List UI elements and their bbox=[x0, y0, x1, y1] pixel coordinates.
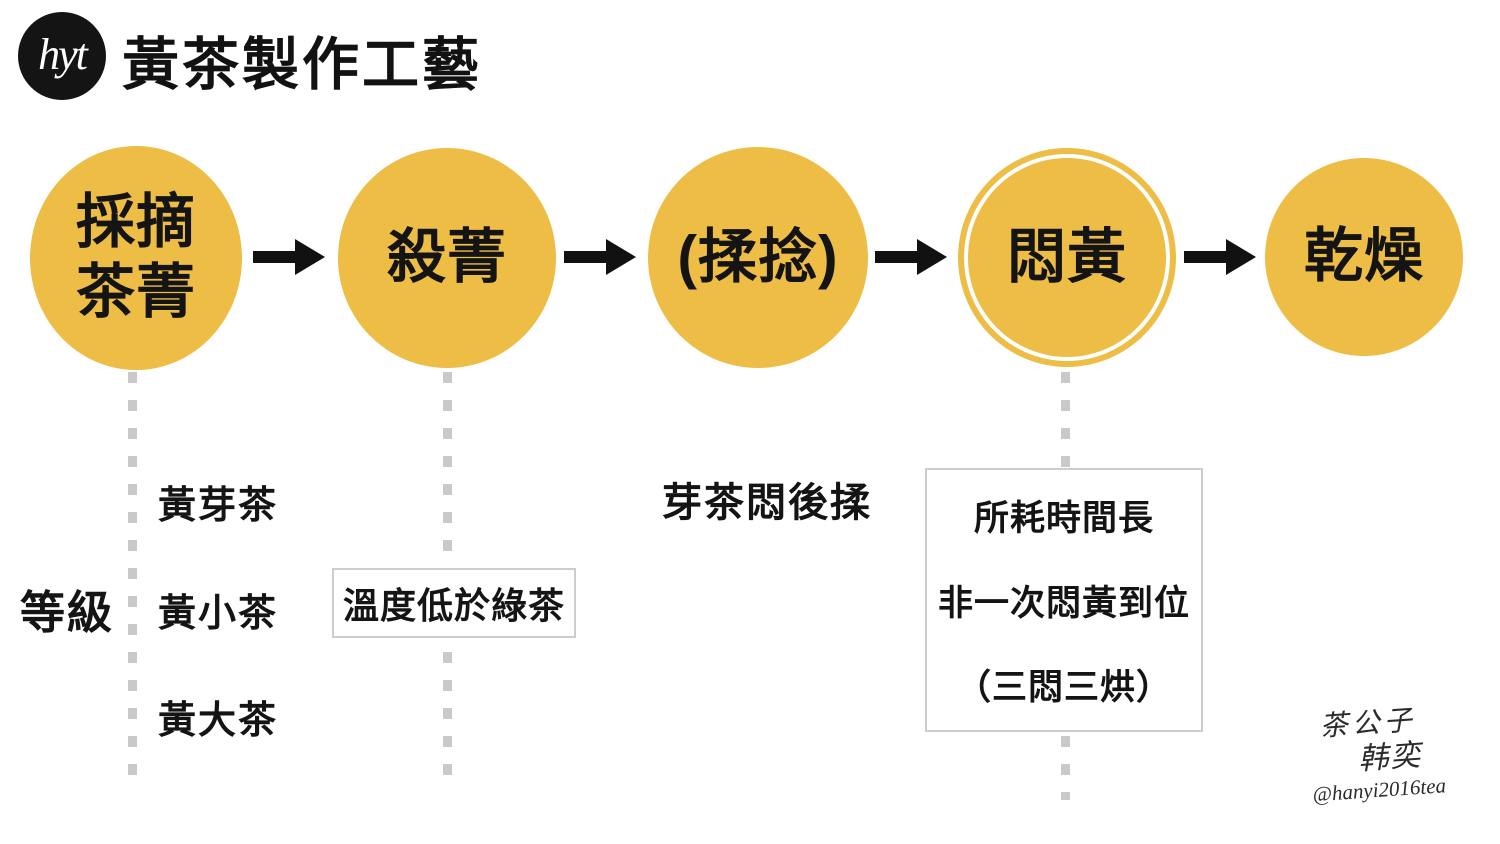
flow-step-label: 殺菁 bbox=[386, 224, 507, 291]
men-huang-note-line: （三悶三烘） bbox=[955, 668, 1172, 707]
dashed-connector-pluck bbox=[128, 372, 137, 786]
page-title: 黃茶製作工藝 bbox=[122, 33, 482, 97]
flow-step-pluck-tea: 採摘 茶菁 bbox=[30, 146, 242, 370]
arrow-right-icon bbox=[875, 235, 947, 279]
arrow-right-icon bbox=[564, 235, 636, 279]
flow-step-label: 茶菁 bbox=[75, 259, 196, 325]
brand-logo-text: hyt bbox=[38, 29, 88, 79]
flow-step-rolling: (揉捻) bbox=[648, 147, 868, 368]
men-huang-note-line: 非一次悶黃到位 bbox=[937, 583, 1190, 623]
flow-step-label: 採摘 bbox=[75, 189, 196, 256]
arrow-right-icon bbox=[1184, 235, 1256, 279]
men-huang-note-box: 所耗時間長 非一次悶黃到位 （三悶三烘） bbox=[925, 468, 1203, 732]
flow-step-label: 乾燥 bbox=[1303, 223, 1424, 290]
flow-step-drying: 乾燥 bbox=[1265, 158, 1463, 356]
kill-green-note-box: 溫度低於綠茶 bbox=[332, 568, 576, 638]
flow-step-label: (揉捻) bbox=[677, 223, 839, 290]
flow-step-men-huang: 悶黃 bbox=[958, 148, 1176, 367]
grade-item-yellow-small-tea: 黃小茶 bbox=[158, 593, 279, 635]
author-signature: 茶公子 韩奕 @hanyi2016tea bbox=[1307, 703, 1473, 807]
grade-item-yellow-bud-tea: 黃芽茶 bbox=[158, 485, 279, 527]
kill-green-note-text: 溫度低於綠茶 bbox=[342, 585, 565, 626]
brand-logo: hyt bbox=[18, 12, 106, 100]
men-huang-note-line: 所耗時間長 bbox=[973, 499, 1154, 538]
arrow-right-icon bbox=[253, 235, 325, 279]
rolling-note-text: 芽茶悶後揉 bbox=[662, 481, 872, 525]
flow-step-label: 悶黃 bbox=[1006, 223, 1127, 290]
grade-label: 等級 bbox=[20, 587, 115, 638]
grade-item-yellow-big-tea: 黃大茶 bbox=[158, 700, 279, 742]
flow-step-kill-green: 殺菁 bbox=[338, 148, 556, 368]
